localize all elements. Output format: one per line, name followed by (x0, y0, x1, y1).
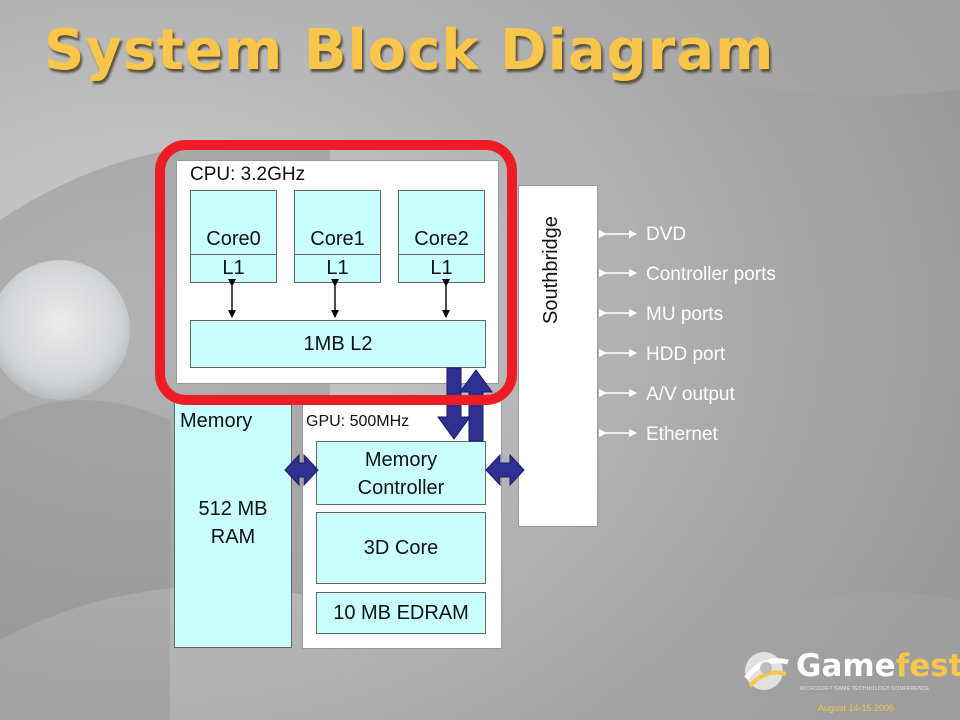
memory-type: RAM (210, 526, 256, 548)
port-hdd: HDD port (646, 344, 726, 365)
gamefest-logo-icon (744, 652, 789, 690)
core1-block: Core1 L1 (294, 190, 381, 283)
memory-controller-block: Memory Controller (316, 441, 486, 505)
edram-block: 10 MB EDRAM (316, 592, 486, 634)
southbridge-block (518, 185, 598, 527)
port-controller: Controller ports (646, 264, 776, 285)
southbridge-label: Southbridge (540, 216, 562, 324)
core2-block: Core2 L1 (398, 190, 485, 283)
port-dvd: DVD (646, 224, 687, 245)
core0-label: Core0 (206, 227, 261, 250)
port-av-output: A/V output (646, 384, 735, 405)
logo-fest: fest (895, 648, 960, 684)
3d-core-block: 3D Core (316, 512, 486, 584)
logo-tagline: MICROSOFT GAME TECHNOLOGY CONFERENCE (800, 686, 930, 692)
memory-size: 512 MB (198, 498, 268, 520)
memory-block (174, 402, 292, 648)
logo-game: Game (796, 648, 896, 684)
core2-l1-label: L1 (430, 257, 453, 279)
core0-l1-label: L1 (222, 257, 245, 279)
port-ethernet: Ethernet (646, 424, 718, 445)
core1-label: Core1 (310, 227, 365, 250)
memory-controller-line2: Controller (357, 476, 445, 499)
core1-l1-label: L1 (326, 257, 349, 279)
cpu-label: CPU: 3.2GHz (190, 164, 306, 185)
page-title: System Block Diagram (44, 18, 775, 83)
gamefest-logo-name: Gamefest (796, 648, 960, 684)
core0-block: Core0 L1 (190, 190, 277, 283)
port-mu: MU ports (646, 304, 724, 325)
memory-label: Memory (180, 410, 253, 432)
logo-date: August 14-15 2006 (818, 703, 895, 713)
l2-cache-block: 1MB L2 (190, 320, 486, 368)
memory-controller-line1: Memory (364, 448, 438, 471)
core2-label: Core2 (414, 227, 469, 250)
gpu-label: GPU: 500MHz (306, 413, 410, 430)
